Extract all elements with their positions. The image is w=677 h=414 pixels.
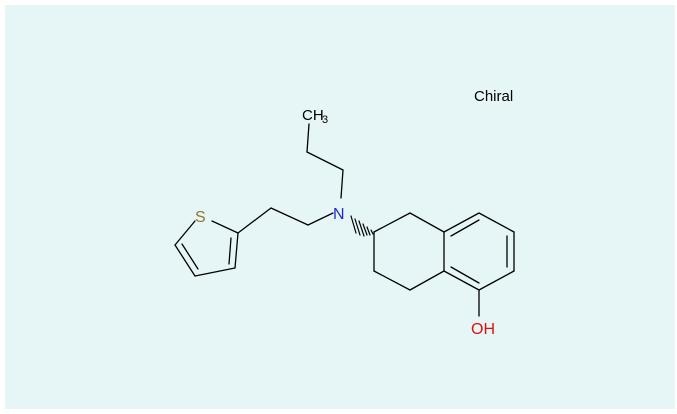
diagram-background [5, 5, 675, 409]
methyl-subscript: 3 [322, 114, 328, 126]
bond-c4-c5 [174, 244, 196, 277]
bond-c2-c1 [373, 212, 411, 233]
methyl-label: CH [302, 107, 324, 124]
bond-n-ch2 [340, 169, 344, 199]
bond-ch2-ch3 [306, 123, 310, 153]
hydroxyl-label: OH [471, 321, 495, 338]
bond-c8-c7 [478, 212, 515, 233]
bond-lines [174, 123, 515, 317]
bond-c5-s [174, 220, 196, 246]
bond-c2-c3-inner [228, 237, 232, 265]
bond-c1-c8a [409, 212, 445, 233]
nitrogen-atom-label: N [333, 206, 345, 223]
bond-thienyl-ch2 [237, 207, 272, 234]
bond-s-c2 [211, 220, 239, 234]
bond-ch2-ch2-propyl [306, 151, 344, 171]
bond-ch2-n [307, 212, 334, 226]
bond-c2-c3 [234, 232, 239, 269]
bond-c5-c4a-inner [450, 266, 480, 284]
bond-c8a-c8 [443, 212, 480, 233]
chirality-label: Chiral [474, 88, 513, 105]
stereo-hash-bond [350, 215, 374, 237]
bond-c8a-c8-inner [450, 219, 480, 237]
bond-c6-c5 [478, 270, 515, 291]
bond-ch2-ch2 [270, 207, 309, 226]
methyl-group-label: CH 3 [302, 107, 328, 126]
bond-c5-c4a [443, 270, 480, 291]
bond-c3-c4-ring [373, 270, 411, 291]
bond-c4-c5-inner [181, 243, 199, 270]
bond-c4-c4a [409, 270, 445, 291]
bond-c3-c4 [194, 267, 236, 277]
sulfur-atom-label: S [195, 209, 206, 226]
